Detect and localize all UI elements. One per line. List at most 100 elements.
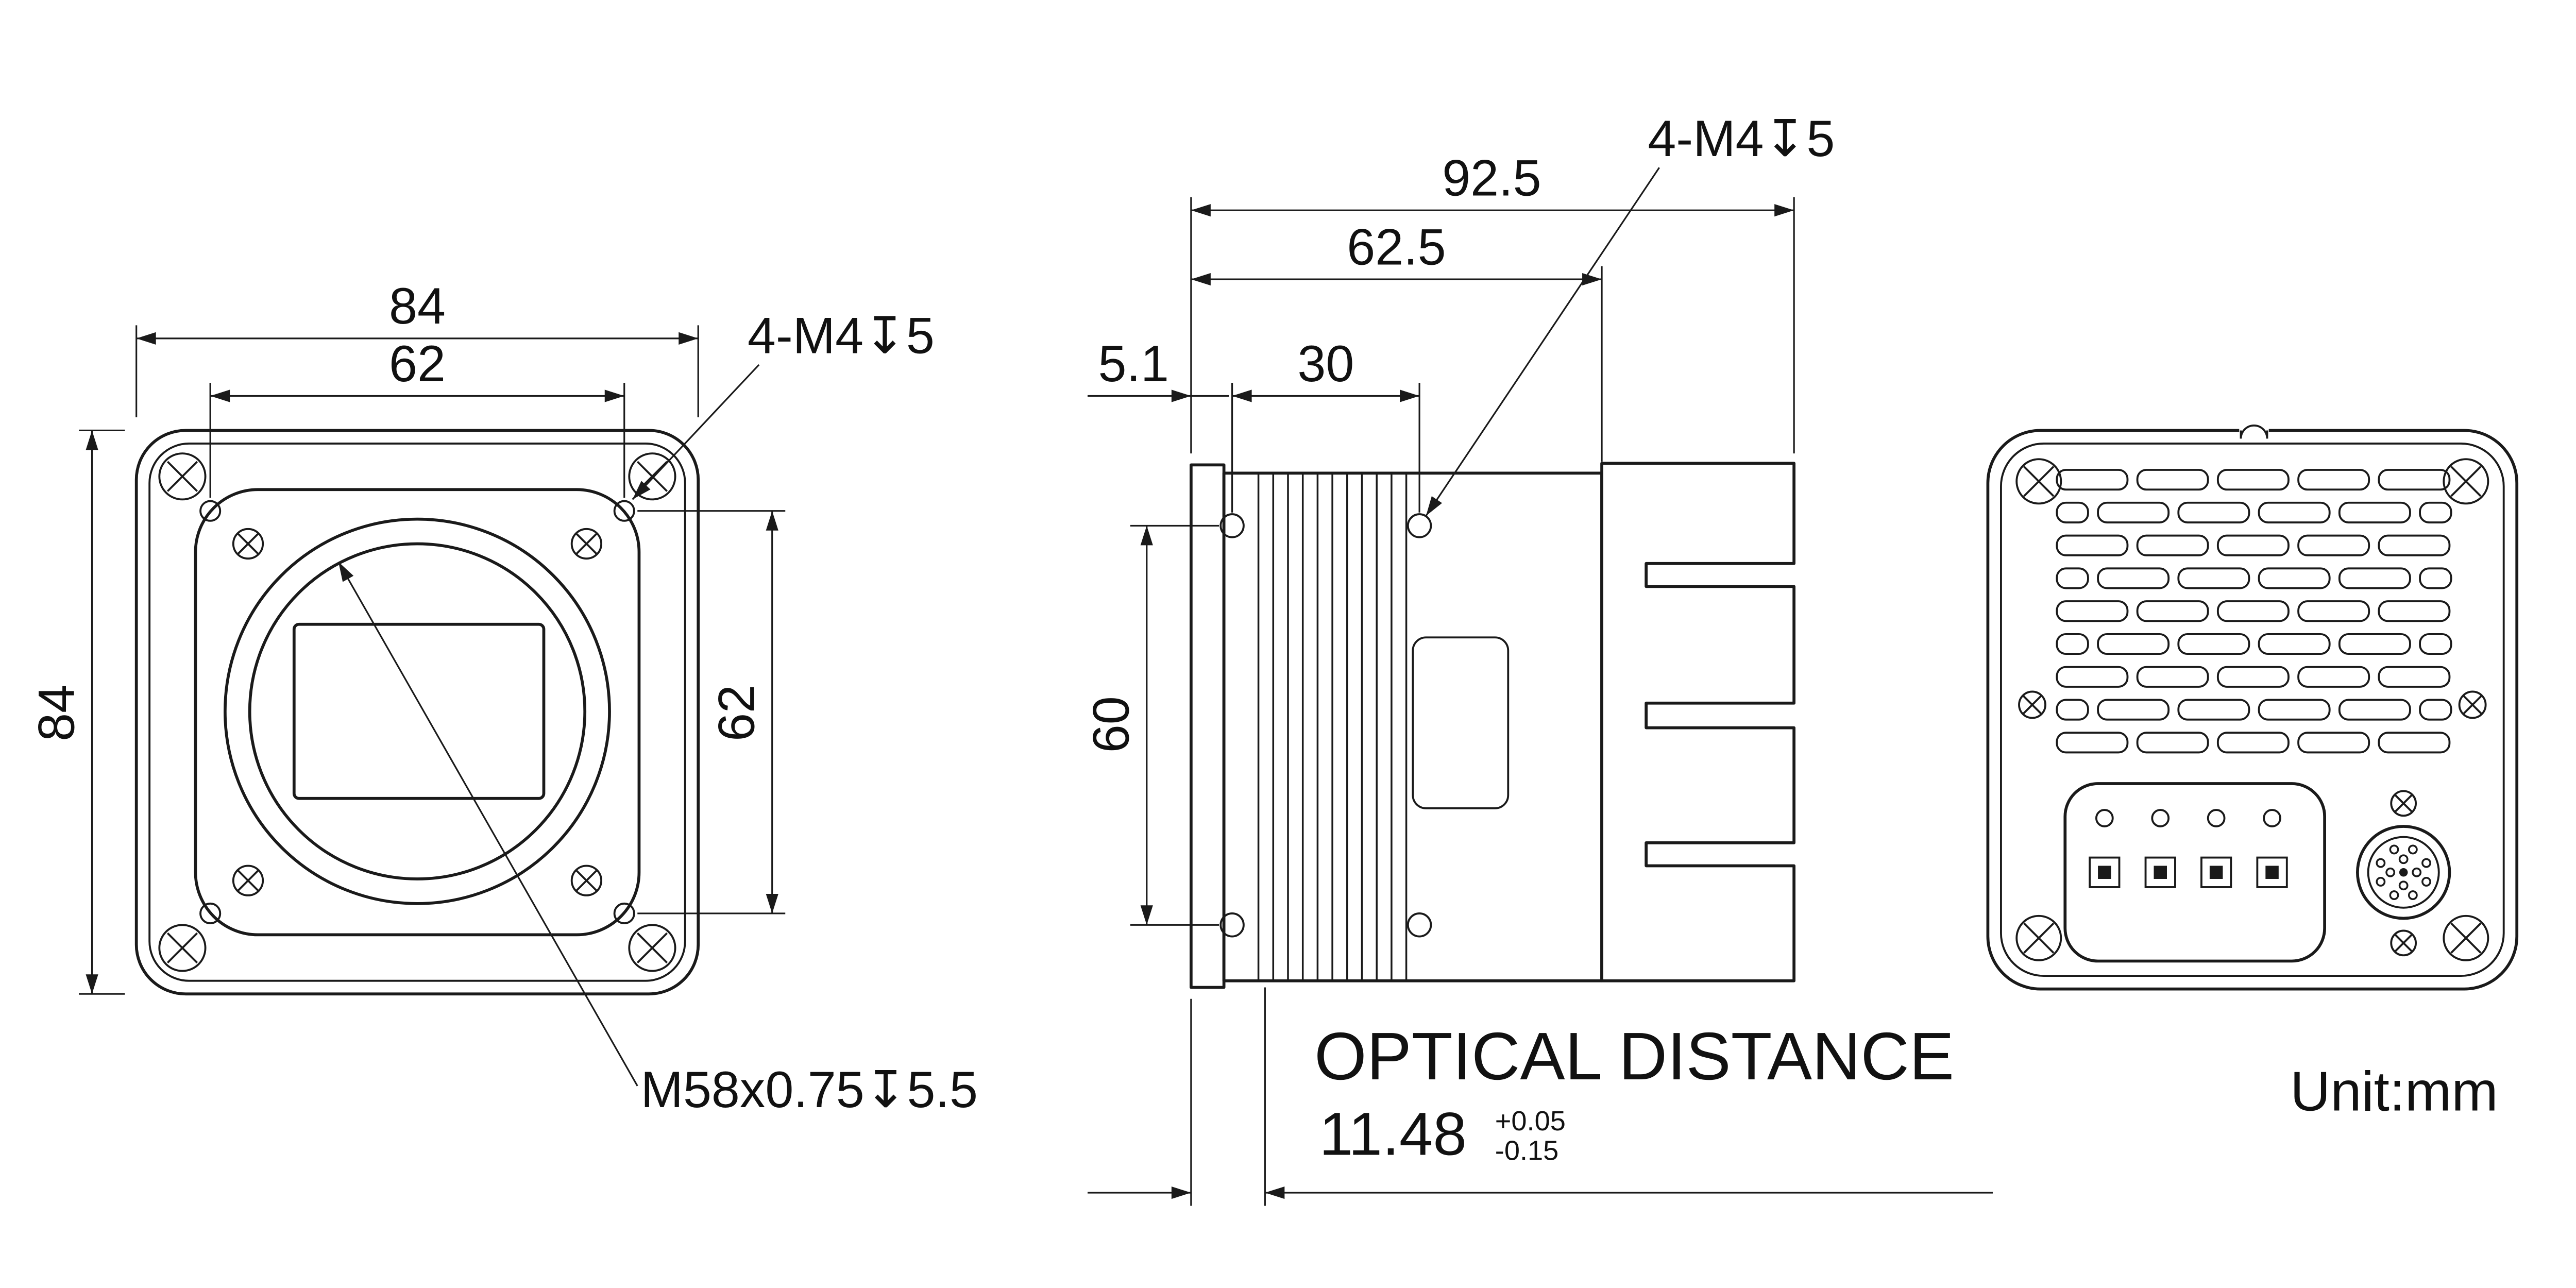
side-label-plate (1412, 636, 1510, 809)
connector-screw (2390, 790, 2417, 817)
vent-slot (2056, 699, 2089, 721)
vent-slot (2216, 666, 2290, 688)
optical-distance-tol-lower: -0.15 (1495, 1135, 1559, 1166)
side-hole (1219, 912, 1245, 938)
vent-slot (2136, 469, 2209, 491)
vent-slot (2097, 699, 2170, 721)
rear-body-inner-outline (2000, 443, 2505, 977)
vent-slot (2056, 732, 2129, 754)
vent-slot (2056, 567, 2089, 589)
corner-screw (2443, 914, 2489, 961)
vent-slot (2056, 666, 2129, 688)
front-plate-outline (194, 488, 641, 937)
dim-side-body-length: 62.5 (1347, 218, 1446, 275)
corner-screw (158, 924, 207, 972)
corner-screw (628, 924, 676, 972)
side-hole-callout: 4-M4↧5 (1648, 110, 1835, 167)
front-body-outline (134, 429, 700, 996)
vent-slot (2258, 633, 2331, 655)
power-connector (2356, 825, 2451, 920)
vent-slot (2378, 666, 2451, 688)
vent-slot (2378, 469, 2451, 491)
vent-slot (2097, 567, 2170, 589)
connector-pin (2389, 890, 2399, 900)
io-terminal (2200, 856, 2232, 888)
connector-pin (2399, 868, 2408, 877)
vent-slot (2177, 567, 2250, 589)
lens-mount (223, 517, 611, 905)
connector-pin (2376, 877, 2386, 887)
front-dimensions: 84 62 84 62 4-M4↧5 M58x0.75↧5.5 (28, 278, 977, 1118)
dim-side-hole-spacing: 60 (1083, 696, 1140, 753)
connector-pin (2421, 858, 2431, 868)
unit-note: Unit:mm (2290, 1060, 2498, 1123)
dim-front-height-outer: 84 (28, 685, 84, 741)
connector-pins (2376, 844, 2431, 900)
connector-screw (2390, 929, 2417, 957)
vent-slot (2419, 501, 2452, 523)
plate-screw (570, 528, 603, 560)
vent-slot (2297, 600, 2370, 622)
io-terminal (2256, 856, 2288, 888)
optical-distance-label: OPTICAL DISTANCE (1314, 1019, 1954, 1094)
vent-slot (2338, 501, 2411, 523)
side-dimensions: 92.5 62.5 5.1 30 60 4-M4↧5 OPTICAL DISTA… (1083, 110, 1993, 1206)
vent-slot (2056, 633, 2089, 655)
vent-slot (2136, 534, 2209, 556)
vent-slot (2056, 600, 2129, 622)
corner-screw (158, 452, 207, 501)
mounting-hole (613, 500, 635, 522)
io-terminal (2089, 856, 2121, 888)
led-panel (2063, 782, 2326, 963)
dim-front-width-outer: 84 (389, 278, 446, 334)
dim-front-height-inner: 62 (708, 685, 765, 741)
corner-screw (2015, 914, 2062, 961)
top-notch (2240, 424, 2268, 439)
mounting-hole (199, 902, 222, 925)
rear-heatsink-fins (1600, 462, 1796, 982)
connector-pin (2398, 880, 2409, 891)
vent-slot (2258, 567, 2331, 589)
front-view: 84 62 84 62 4-M4↧5 M58x0.75↧5.5 (28, 278, 977, 1118)
dim-side-hole-offset: 30 (1297, 335, 1354, 392)
vent-slot (2216, 732, 2290, 754)
dim-side-overall-length: 92.5 (1442, 149, 1541, 206)
vent-slot (2378, 600, 2451, 622)
vent-slot (2056, 501, 2089, 523)
vent-slot (2097, 633, 2170, 655)
connector-pin (2398, 854, 2409, 865)
edge-screw (2458, 690, 2487, 719)
front-body-inner-outline (148, 443, 686, 982)
vent-slot (2097, 501, 2170, 523)
vent-slot (2297, 732, 2370, 754)
lens-thread-callout: M58x0.75↧5.5 (641, 1061, 978, 1118)
connector-pin (2421, 877, 2431, 887)
vent-slot (2216, 534, 2290, 556)
connector-pin (2408, 844, 2418, 855)
corner-screw (2443, 458, 2489, 505)
connector-pin (2376, 858, 2386, 868)
side-view: 92.5 62.5 5.1 30 60 4-M4↧5 OPTICAL DISTA… (1083, 110, 1993, 1206)
connector-pin (2389, 844, 2399, 855)
led-indicator (2095, 809, 2114, 827)
connector-pin (2412, 867, 2422, 877)
side-hole (1406, 513, 1432, 538)
mounting-hole (199, 500, 222, 522)
vent-slot (2338, 633, 2411, 655)
plate-screw (232, 865, 264, 896)
vent-slot (2297, 534, 2370, 556)
vent-slot (2419, 699, 2452, 721)
plate-screw (570, 865, 603, 896)
vent-slot (2177, 633, 2250, 655)
dim-side-front-offset: 5.1 (1098, 335, 1169, 392)
io-terminal (2144, 856, 2176, 888)
edge-screw (2018, 690, 2046, 719)
plate-screw (232, 528, 264, 560)
vent-slot (2056, 534, 2129, 556)
rear-view (1986, 420, 2519, 991)
vent-slot (2258, 699, 2331, 721)
connector-pin (2385, 867, 2396, 877)
side-hole (1219, 513, 1245, 538)
vent-slot (2056, 469, 2129, 491)
